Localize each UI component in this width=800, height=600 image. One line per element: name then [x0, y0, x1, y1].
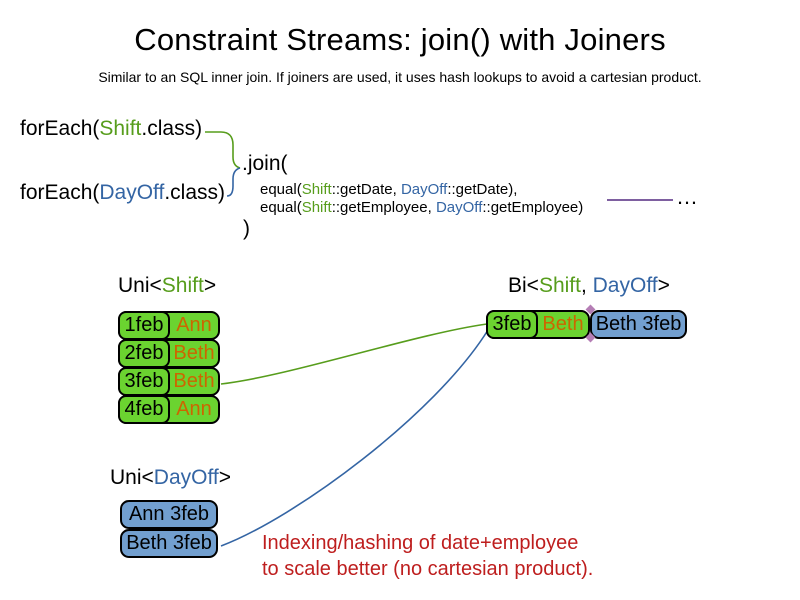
label-text: Uni<: [118, 274, 162, 297]
label-text: Bi<: [508, 274, 539, 297]
note-line: to scale better (no cartesian product).: [262, 558, 594, 580]
connector-dayoff-to-bi: [220, 329, 489, 547]
label-text: ,: [580, 274, 593, 297]
code-text: ::getDate,: [331, 181, 401, 198]
page-subtitle: Similar to an SQL inner join. If joiners…: [98, 69, 702, 85]
date-cell: 3feb: [486, 310, 538, 339]
code-text: equal(: [260, 199, 302, 216]
employee-cell: Beth: [542, 313, 584, 335]
shift-type-token: Shift: [99, 117, 142, 140]
code-text: ::getDate),: [447, 181, 518, 198]
shift-type-token: Shift: [161, 274, 204, 297]
label-text: Uni<: [110, 466, 154, 489]
employee-cell: Ann: [176, 398, 212, 420]
indexing-note: Indexing/hashing of date+employee to scal…: [262, 530, 593, 582]
code-text: forEach(: [20, 117, 100, 140]
page-title: Constraint Streams: join() with Joiners: [134, 22, 666, 57]
date-cell: 3feb: [118, 367, 170, 396]
employee-cell: Ann: [176, 314, 212, 336]
uni-shift-label: Uni<Shift>: [118, 274, 216, 298]
code-joiner-employee: equal(Shift::getEmployee, DayOff::getEmp…: [260, 199, 583, 216]
label-text: >: [657, 274, 670, 297]
table-row: Beth 3feb: [120, 529, 218, 558]
date-cell: 2feb: [118, 339, 170, 368]
table-row: Ann 3feb: [120, 500, 218, 529]
code-join-open: .join(: [242, 152, 288, 175]
ellipsis-text: …: [676, 184, 698, 209]
code-text: .class): [141, 117, 203, 140]
note-line: Indexing/hashing of date+employee: [262, 532, 579, 554]
code-text: equal(: [260, 181, 302, 198]
shift-type-token: Shift: [538, 274, 581, 297]
date-cell: 1feb: [118, 311, 170, 340]
code-text: ::getEmployee,: [331, 199, 436, 216]
connector-shift-to-bi: [220, 323, 488, 385]
code-joiner-date: equal(Shift::getDate, DayOff::getDate),: [260, 181, 517, 198]
brace-lower-blue: [226, 167, 241, 197]
code-join-close: ): [243, 217, 250, 240]
code-text: forEach(: [20, 181, 100, 204]
date-cell: 4feb: [118, 395, 170, 424]
code-foreach-shift: forEach(Shift.class): [20, 117, 202, 141]
code-text: .class): [164, 181, 226, 204]
dayoff-type-token: DayOff: [99, 181, 165, 204]
shift-type-token: Shift: [301, 181, 332, 198]
table-row: 4feb Ann: [118, 395, 220, 424]
table-row: 1feb Ann: [118, 311, 220, 340]
table-row: 3feb Beth: [118, 367, 220, 396]
code-foreach-dayoff: forEach(DayOff.class): [20, 181, 225, 205]
dayoff-type-token: DayOff: [400, 181, 448, 198]
uni-dayoff-label: Uni<DayOff>: [110, 466, 231, 490]
bi-label: Bi<Shift, DayOff>: [508, 274, 670, 298]
bi-row-shift-part: 3feb Beth: [486, 310, 590, 339]
employee-cell: Beth: [173, 342, 215, 364]
dayoff-type-token: DayOff: [592, 274, 658, 297]
joiner-link-line: [607, 199, 673, 201]
brace-upper-green: [205, 131, 241, 169]
shift-type-token: Shift: [301, 199, 332, 216]
table-row: 2feb Beth: [118, 339, 220, 368]
label-text: >: [203, 274, 217, 297]
dayoff-type-token: DayOff: [435, 199, 483, 216]
bi-row-dayoff-part: Beth 3feb: [590, 310, 687, 339]
employee-cell: Beth: [173, 370, 215, 392]
code-text: ::getEmployee): [482, 199, 584, 216]
label-text: >: [218, 466, 232, 489]
dayoff-type-token: DayOff: [153, 466, 219, 489]
